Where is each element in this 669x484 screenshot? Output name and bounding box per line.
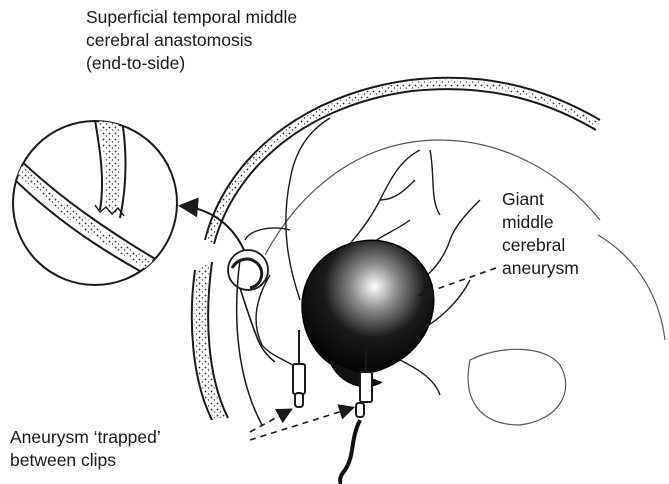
label-line: between clips <box>10 449 161 472</box>
label-line: Giant <box>502 188 579 211</box>
trapped-pointers <box>250 408 352 440</box>
label-line: (end-to-side) <box>86 52 297 75</box>
label-line: Superficial temporal middle <box>86 6 297 29</box>
anastomosis-site <box>228 250 275 362</box>
parent-artery <box>340 420 360 484</box>
giant-aneurysm <box>302 240 434 386</box>
label-giant-aneurysm: Giant middle cerebral aneurysm <box>502 188 579 280</box>
label-line: aneurysm <box>502 257 579 280</box>
magnified-inset <box>10 120 200 300</box>
label-line: cerebral anastomosis <box>86 29 297 52</box>
scalp-flap <box>192 260 262 425</box>
label-line: middle <box>502 211 579 234</box>
label-line: cerebral <box>502 234 579 257</box>
label-line: Aneurysm ‘trapped’ <box>10 426 161 449</box>
label-trapped-aneurysm: Aneurysm ‘trapped’ between clips <box>10 426 161 472</box>
label-anastomosis: Superficial temporal middle cerebral ana… <box>86 6 297 75</box>
